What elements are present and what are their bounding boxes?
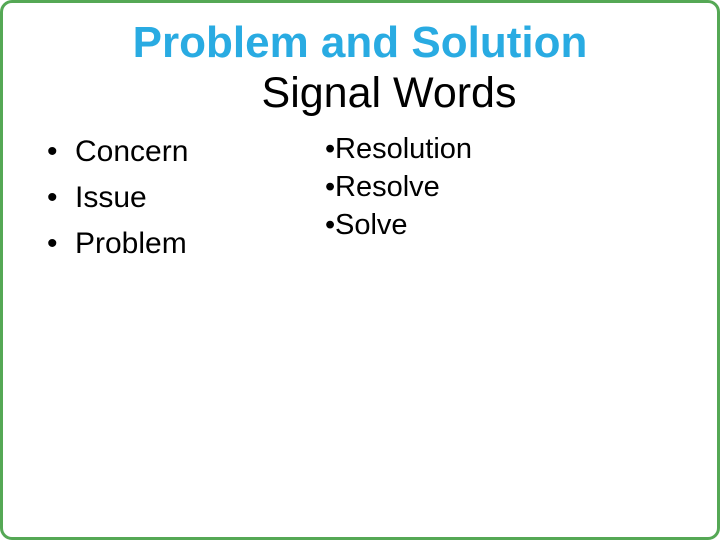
list-item-label: Problem [75,227,187,260]
list-item: •Solve [325,206,472,244]
list-item: • Concern [47,129,188,175]
bullet-icon: • [47,135,58,168]
bullet-icon: • [325,209,336,241]
list-item: •Resolution [325,130,472,168]
list-item-label: Resolve [335,171,440,203]
bullet-icon: • [325,171,336,203]
list-item-label: Issue [75,181,147,214]
slide-title: Problem and Solution [132,18,588,67]
bullet-icon: • [47,181,58,214]
list-item: •Resolve [325,168,472,206]
list-item-label: Concern [75,135,189,168]
list-item-label: Resolution [335,133,473,165]
list-item: • Issue [47,175,188,221]
list-item: • Problem [47,221,188,267]
bullet-icon: • [325,133,336,165]
slide-subtitle: Signal Words [261,69,517,117]
solution-words-list: •Resolution •Resolve •Solve [325,130,472,244]
bullet-icon: • [47,227,58,260]
problem-words-list: • Concern • Issue • Problem [47,129,188,267]
list-item-label: Solve [335,209,408,241]
